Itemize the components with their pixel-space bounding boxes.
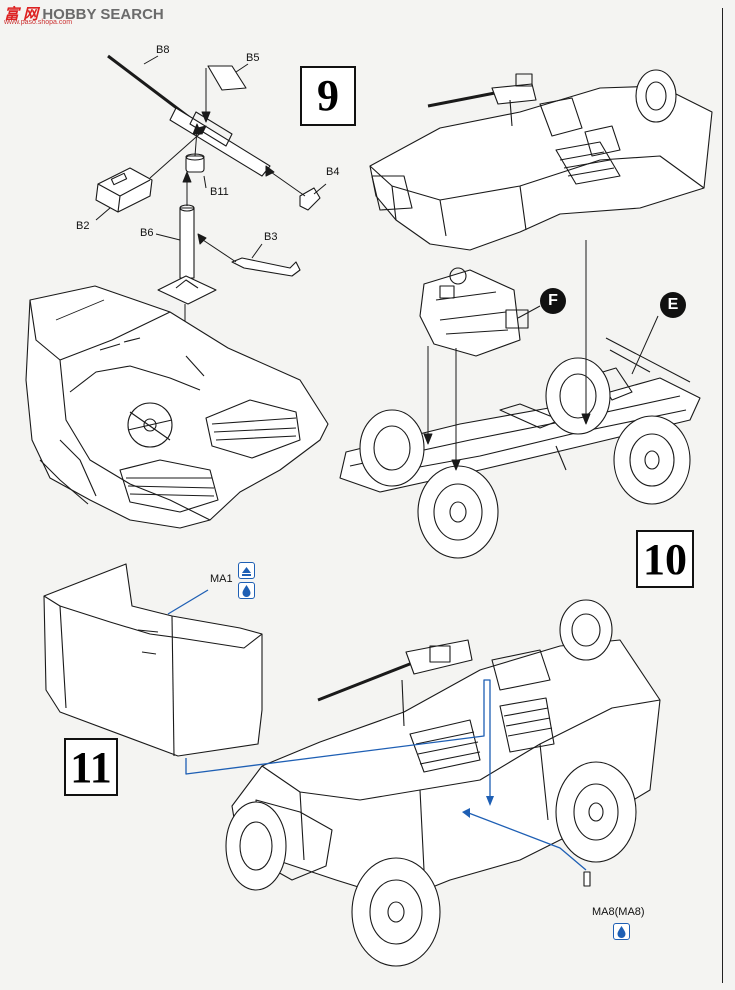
wheel-front-left	[359, 409, 425, 487]
glue-drop-icon	[238, 582, 255, 599]
step-number-10: 10	[636, 530, 694, 588]
subassembly-marker-f: F	[540, 288, 566, 314]
wheel-step11-rear	[555, 761, 637, 863]
watermark-brand: HOBBY SEARCH	[42, 6, 164, 23]
jeep-body-step11	[231, 599, 661, 901]
watermark-logo: 富 网	[4, 6, 39, 23]
part-label-b3: B3	[264, 231, 278, 243]
part-label-ma8: MA8(MA8)	[592, 906, 645, 918]
watermark-url: www.paso.shopa.com	[4, 19, 73, 26]
bracket-b3	[231, 257, 301, 277]
jeep-body-step10	[369, 69, 713, 251]
part-label-b6: B6	[140, 227, 154, 239]
part-label-b2: B2	[76, 220, 90, 232]
watermark: 富 网 HOBBY SEARCH www.paso.shopa.com	[4, 3, 164, 26]
fold-up-icon	[238, 562, 255, 579]
windshield-cover-ma1	[43, 563, 263, 757]
part-label-b5: B5	[246, 52, 260, 64]
engine-f	[419, 267, 529, 357]
wheel-step11-front-left	[225, 801, 287, 891]
pintle-post-b6	[157, 204, 217, 305]
part-label-ma1: MA1	[210, 573, 233, 585]
wheel-rear-right	[545, 357, 611, 435]
mount-b11	[185, 153, 205, 173]
step-number-9: 9	[300, 66, 356, 126]
chassis-frame	[339, 337, 701, 501]
jeep-body-step9	[25, 285, 329, 529]
gun-barrel	[107, 54, 271, 177]
part-label-b11: B11	[210, 186, 229, 198]
page-border-right	[722, 8, 723, 983]
wheel-rear-left	[613, 415, 691, 505]
ammo-box-b2	[95, 167, 153, 213]
glue-drop-icon	[613, 923, 630, 940]
wheel-front-right	[417, 465, 499, 559]
part-label-b8: B8	[156, 44, 170, 56]
part-label-b4: B4	[326, 166, 340, 178]
subassembly-marker-e: E	[660, 292, 686, 318]
wheel-step11-front-right	[351, 857, 441, 967]
part-ma8	[583, 871, 591, 887]
step-number-11: 11	[64, 738, 118, 796]
gun-top-cover-b5	[207, 65, 247, 91]
